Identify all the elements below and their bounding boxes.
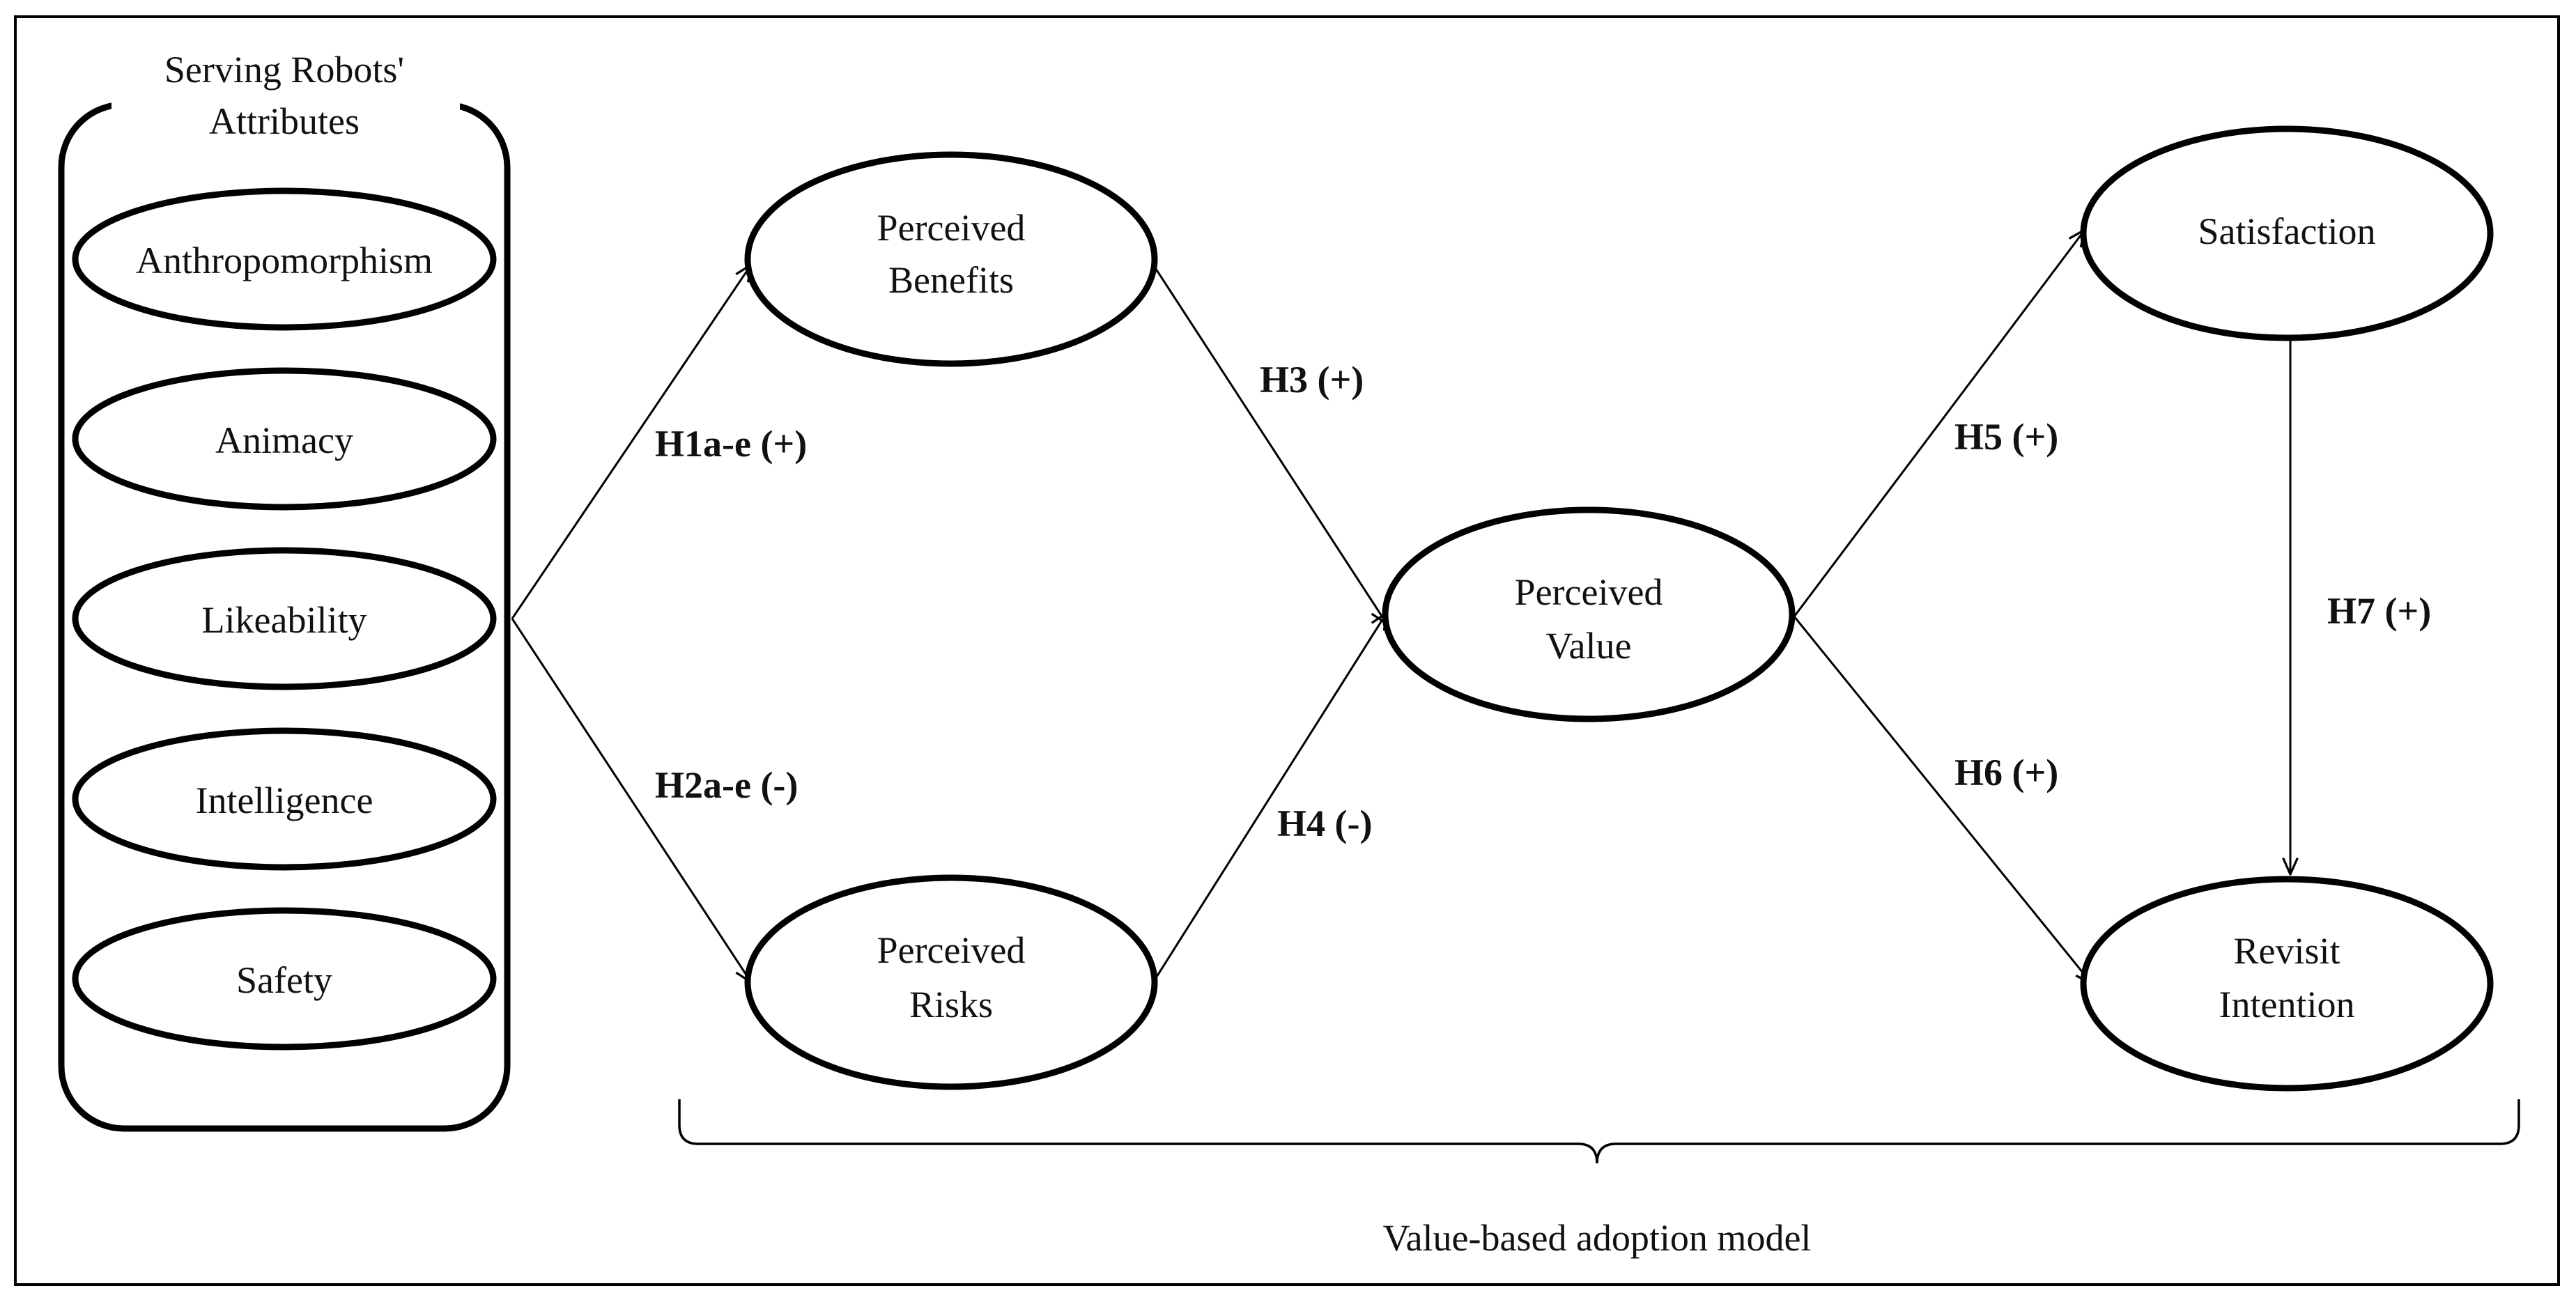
svg-text:Perceived: Perceived <box>877 207 1026 249</box>
attribute-intelligence: Intelligence <box>72 727 497 871</box>
svg-text:Risks: Risks <box>909 984 993 1025</box>
svg-text:Safety: Safety <box>236 959 332 1001</box>
svg-text:Perceived: Perceived <box>1515 571 1663 613</box>
attributes-title-background <box>111 84 460 139</box>
svg-text:Intelligence: Intelligence <box>196 780 373 821</box>
attributes-title-line1: Serving Robots' <box>164 49 404 91</box>
figure-frame <box>14 15 2560 1286</box>
arrow-h3 <box>1152 264 1387 623</box>
svg-text:Revisit: Revisit <box>2233 930 2340 972</box>
attributes-title-line2: Attributes <box>209 100 360 142</box>
hypothesis-h1: H1a-e (+) <box>655 423 807 465</box>
node-perceived-risks: Perceived Risks <box>744 874 1158 1090</box>
svg-text:Intention: Intention <box>2219 984 2355 1025</box>
hypothesis-h5: H5 (+) <box>1954 416 2058 458</box>
model-label: Value-based adoption model <box>1383 1217 1812 1259</box>
hypothesis-h2: H2a-e (-) <box>655 764 798 806</box>
hypothesis-h7: H7 (+) <box>2327 590 2431 632</box>
arrows <box>511 230 2290 984</box>
hypothesis-h4: H4 (-) <box>1277 803 1372 844</box>
svg-text:Value: Value <box>1546 625 1632 667</box>
attribute-animacy: Animacy <box>72 367 497 511</box>
svg-text:Likeability: Likeability <box>202 599 367 641</box>
arrow-h1 <box>511 265 751 619</box>
attribute-safety: Safety <box>72 907 497 1051</box>
model-brace <box>678 1099 2520 1164</box>
svg-text:Benefits: Benefits <box>888 259 1014 301</box>
arrow-h2 <box>511 618 751 982</box>
svg-text:Anthropomorphism: Anthropomorphism <box>136 240 433 281</box>
node-perceived-value: Perceived Value <box>1382 506 1796 722</box>
node-perceived-benefits: Perceived Benefits <box>744 151 1158 367</box>
arrow-h4 <box>1152 613 1387 983</box>
svg-text:Satisfaction: Satisfaction <box>2198 210 2376 252</box>
hypothesis-h6: H6 (+) <box>1954 752 2058 793</box>
hypothesis-h3: H3 (+) <box>1260 359 1364 401</box>
svg-text:Perceived: Perceived <box>877 929 1026 971</box>
node-satisfaction: Satisfaction <box>2080 125 2494 341</box>
node-revisit-intention: Revisit Intention <box>2080 876 2494 1092</box>
attribute-likeability: Likeability <box>72 547 497 690</box>
arrow-h6 <box>1793 616 2092 984</box>
attribute-anthropomorphism: Anthropomorphism <box>72 187 497 331</box>
arrow-h5 <box>1793 230 2085 617</box>
svg-text:Animacy: Animacy <box>215 419 353 461</box>
